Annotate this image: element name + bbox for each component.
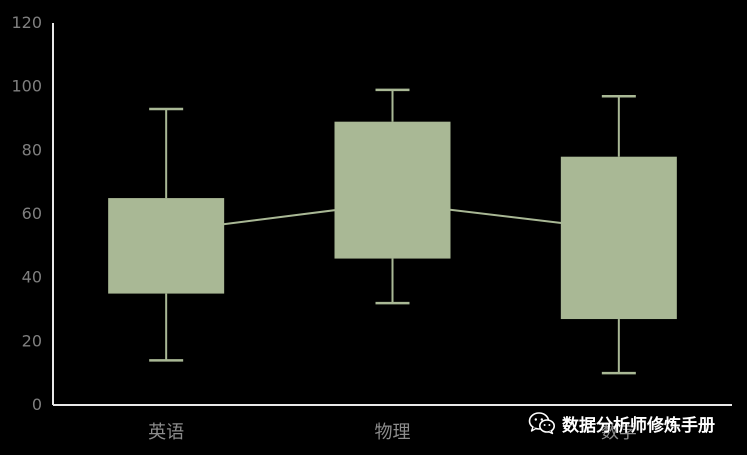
y-axis-tick-labels: 0 20 40 60 80 100 120: [11, 13, 42, 414]
y-tick-label-20: 20: [22, 331, 42, 350]
x-category-label-1: 英语: [148, 422, 184, 443]
chart-axes: [52, 23, 732, 406]
box-body: [560, 156, 677, 320]
box-body: [108, 198, 225, 294]
x-axis-category-labels: 英语 物理 数学: [148, 422, 637, 443]
y-tick-label-40: 40: [22, 268, 42, 287]
y-tick-label-80: 80: [22, 140, 42, 159]
y-tick-label-120: 120: [11, 13, 42, 32]
wechat-icon: [528, 412, 555, 435]
watermark-text: 数据分析师修炼手册: [562, 415, 715, 436]
y-tick-label-0: 0: [32, 395, 42, 414]
x-category-label-3: 数学: [601, 422, 637, 443]
box-2: [334, 88, 451, 305]
box-body: [334, 121, 451, 259]
box-group: [108, 88, 677, 375]
watermark: 数据分析师修炼手册: [528, 409, 715, 437]
y-tick-label-60: 60: [22, 204, 42, 223]
y-tick-label-100: 100: [11, 77, 42, 96]
box-3: [560, 94, 677, 375]
box-1: [108, 107, 225, 362]
x-category-label-2: 物理: [375, 422, 411, 443]
